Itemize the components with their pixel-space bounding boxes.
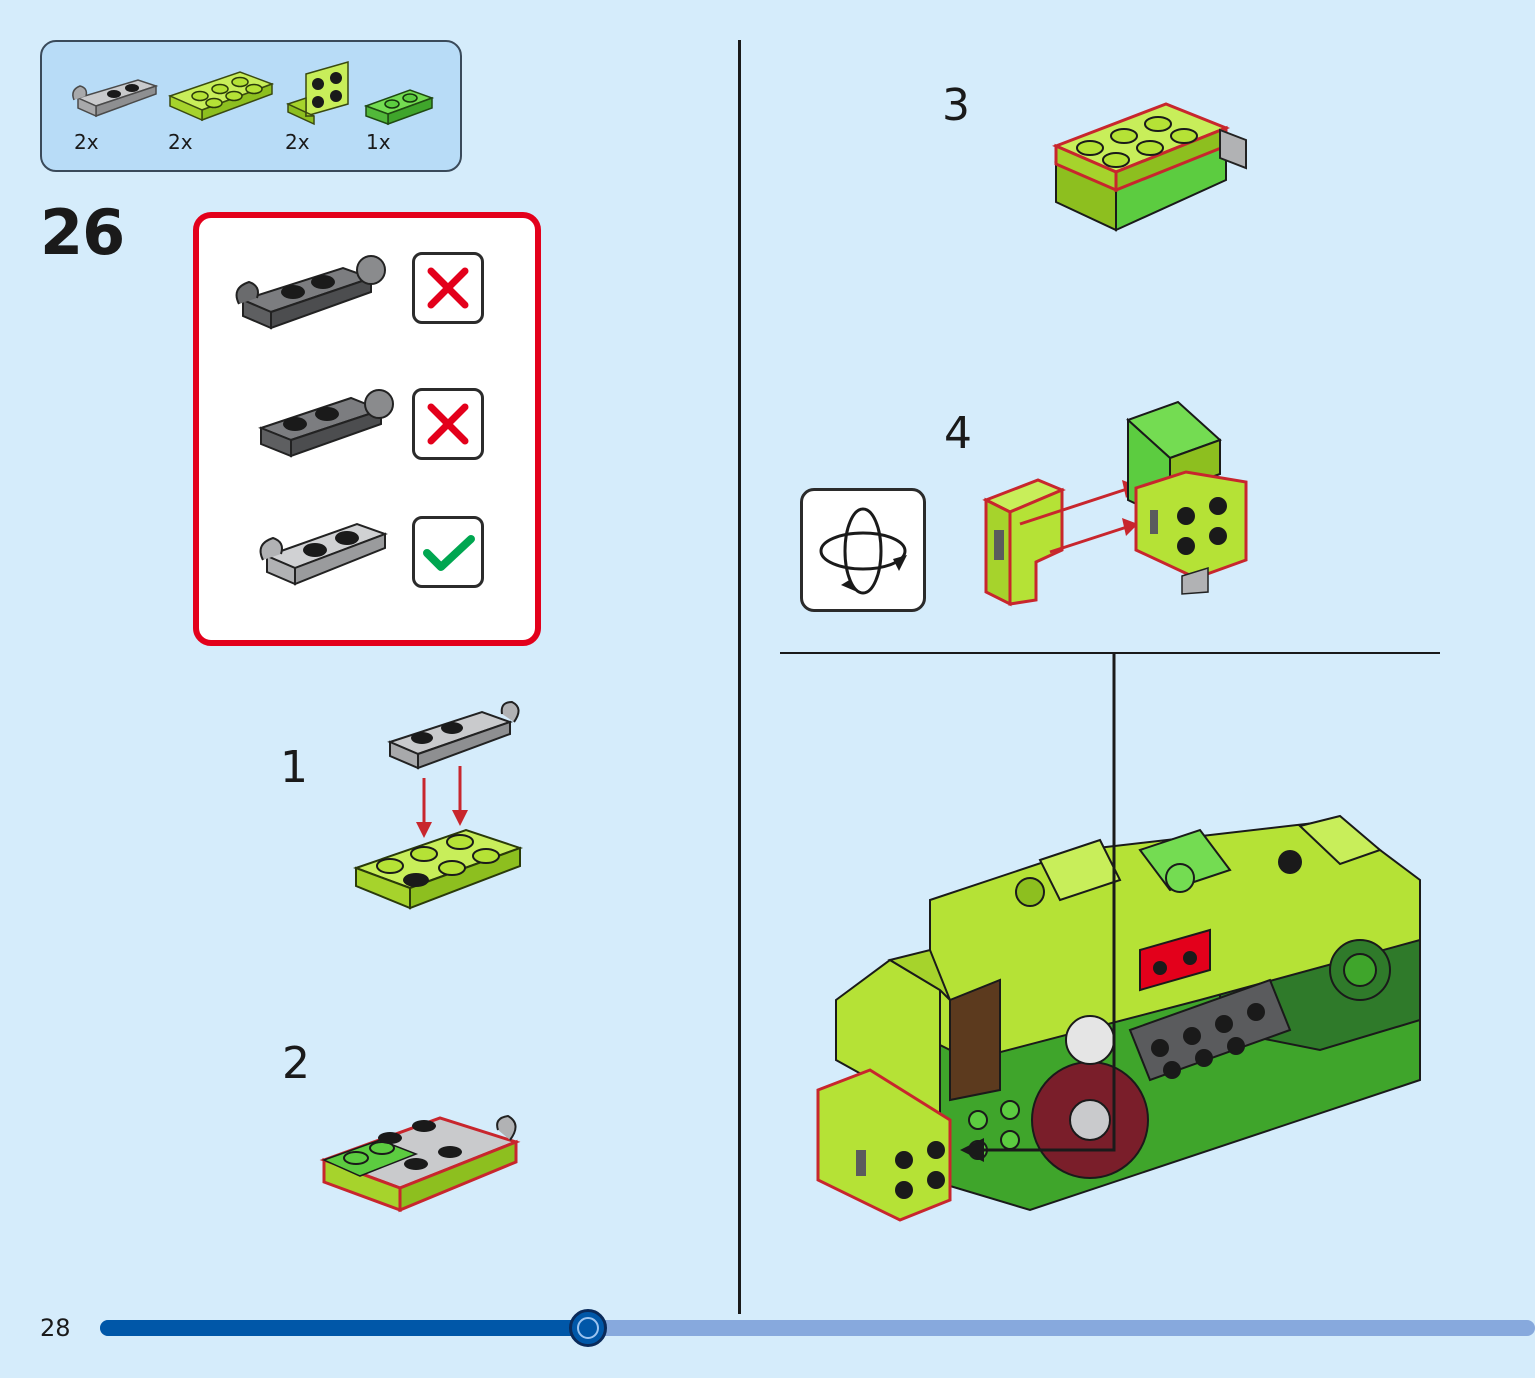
cross-icon [427, 403, 469, 445]
rotate-model-box [800, 488, 926, 612]
correct-choice-box [412, 516, 484, 588]
substep-number: 3 [942, 80, 970, 131]
section-divider [780, 652, 1440, 654]
substep-number: 1 [280, 742, 308, 793]
progress-marker [569, 1309, 607, 1347]
callout-parts-art [235, 255, 394, 586]
substep-1-illustration [353, 700, 524, 910]
step-number: 26 [40, 196, 125, 269]
substep-4-illustration [982, 400, 1248, 607]
part-qty: 1x [366, 130, 391, 154]
part-clip-plate-icon [72, 79, 159, 118]
progress-fill [100, 1320, 588, 1336]
option-clip-ball-plate [235, 255, 386, 330]
cross-icon [427, 267, 469, 309]
page-divider [738, 40, 741, 1314]
part-qty: 2x [285, 130, 310, 154]
checkmark-icon [423, 535, 475, 571]
part-green-plate-icon [363, 89, 435, 126]
substep-number: 4 [944, 408, 972, 459]
rotate-model-icon [819, 507, 907, 595]
option-clip-plate [259, 522, 388, 586]
part-qty: 2x [168, 130, 193, 154]
part-lime-bracket-icon [285, 61, 349, 126]
substep-number: 2 [282, 1038, 310, 1089]
assembled-model-illustration [816, 654, 1421, 1222]
substep-3-illustration [1052, 102, 1247, 232]
part-lime-plate-icon [167, 71, 275, 122]
page-number: 28 [40, 1314, 71, 1342]
wrong-choice-box [412, 252, 484, 324]
parts-list-art [72, 61, 435, 126]
substep-2-illustration [319, 1114, 521, 1213]
part-qty: 2x [74, 130, 99, 154]
wrong-choice-box [412, 388, 484, 460]
option-ball-plate [258, 389, 394, 458]
